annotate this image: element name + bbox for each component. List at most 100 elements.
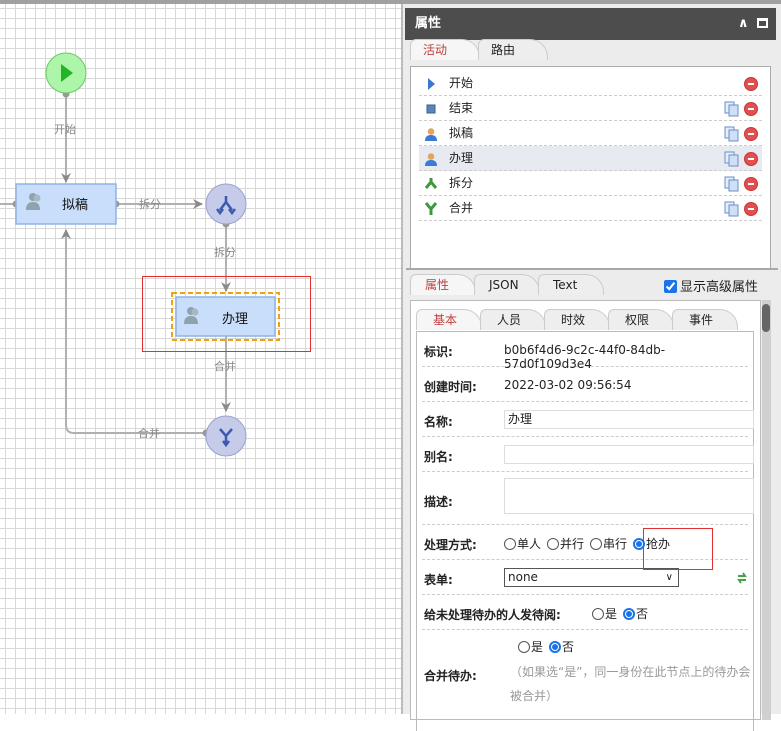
tab-people[interactable]: 人员 (480, 309, 546, 330)
delete-icon[interactable] (744, 127, 758, 141)
mode-radio-group: 单人并行串行抢办 (504, 535, 676, 552)
row-alias: 别名: (422, 437, 754, 472)
maximize-icon[interactable] (757, 18, 768, 28)
name-input[interactable]: 办理 (504, 410, 754, 429)
chevron-up-icon[interactable]: ∧ (738, 16, 749, 31)
copy-icon[interactable] (724, 126, 740, 142)
edge-merge-draft[interactable] (61, 229, 206, 434)
delete-icon[interactable] (744, 152, 758, 166)
user-icon (425, 128, 437, 141)
list-item[interactable]: 拟稿 (419, 121, 762, 146)
tab-text[interactable]: Text (538, 274, 604, 295)
users-icon (184, 307, 199, 324)
tab-events[interactable]: 事件 (672, 309, 738, 330)
merge-yes-radio[interactable]: 是 (518, 640, 543, 654)
alias-input[interactable] (504, 445, 754, 464)
notify-no-radio[interactable]: 否 (623, 607, 648, 621)
row-notify: 给未处理待办的人发待阅: 是否 (422, 595, 748, 630)
show-advanced-checkbox[interactable]: 显示高级属性 (664, 276, 758, 295)
row-id: 标识: b0b6f4d6-9c2c-44f0-84db-57d0f109d3e4 (422, 332, 748, 371)
split-node[interactable] (205, 183, 247, 225)
delete-icon[interactable] (744, 102, 758, 116)
scrollbar-thumb[interactable] (762, 304, 770, 332)
tab-properties[interactable]: 属性 (410, 274, 476, 295)
row-name: 名称: 办理 (422, 402, 754, 437)
panel-title: 属性 (415, 16, 442, 31)
row-mode: 处理方式: 单人并行串行抢办 (422, 525, 748, 560)
property-tabs: 属性 JSON Text (410, 274, 604, 295)
merge-no-radio[interactable]: 否 (549, 640, 574, 654)
row-description: 描述: (422, 472, 754, 525)
mode-grab-radio[interactable]: 抢办 (633, 537, 670, 551)
copy-icon[interactable] (724, 151, 740, 167)
edge-label-split-2: 拆分 (214, 245, 236, 259)
panel-header: 属性 ∧ (405, 8, 776, 40)
delete-icon[interactable] (744, 77, 758, 91)
mode-parallel-radio[interactable]: 并行 (547, 537, 584, 551)
activity-list: 开始 结束 拟稿 办理 拆分 合并 (410, 66, 771, 269)
created-value: 2022-03-02 09:56:54 (504, 378, 632, 392)
delete-icon[interactable] (744, 177, 758, 191)
edge-label-merge-1: 合并 (214, 359, 236, 373)
merge-radio-group: 是否 (518, 638, 580, 655)
id-value: b0b6f4d6-9c2c-44f0-84db-57d0f109d3e4 (504, 343, 666, 371)
edge-label-merge-2: 合并 (138, 426, 160, 440)
edge-label-start: 开始 (54, 122, 76, 136)
top-border (0, 0, 781, 4)
start-node[interactable] (45, 52, 87, 94)
users-icon (26, 193, 41, 210)
row-created: 创建时间: 2022-03-02 09:56:54 (422, 367, 748, 402)
list-item[interactable]: 拆分 (419, 171, 762, 196)
properties-panel: 属性 ∧ 活动 路由 开始 结束 拟稿 办理 (401, 4, 781, 731)
merge-icon (424, 202, 438, 215)
property-content: 基本 人员 时效 权限 事件 标识: b0b6f4d6-9c2c-44f0-84… (410, 300, 761, 731)
highlight-box-node (142, 276, 311, 352)
highlight-box-radio (643, 528, 713, 570)
chevron-down-icon: ∨ (665, 572, 673, 583)
basic-form: 标识: b0b6f4d6-9c2c-44f0-84db-57d0f109d3e4… (416, 331, 754, 731)
start-triangle-icon (428, 78, 435, 90)
sub-tabs: 基本 人员 时效 权限 事件 (416, 309, 738, 330)
draft-node-label: 拟稿 (62, 197, 88, 213)
advanced-checkbox[interactable] (664, 280, 677, 293)
tab-basic[interactable]: 基本 (416, 309, 482, 330)
mode-single-radio[interactable]: 单人 (504, 537, 541, 551)
workflow-canvas[interactable]: 开始 拆分 拆分 合并 合并 拟稿 (0, 4, 402, 714)
tab-json[interactable]: JSON (474, 274, 540, 295)
workflow-diagram: 开始 拆分 拆分 合并 合并 拟稿 (0, 52, 280, 457)
notify-yes-radio[interactable]: 是 (592, 607, 617, 621)
delete-icon[interactable] (744, 202, 758, 216)
tab-timing[interactable]: 时效 (544, 309, 610, 330)
row-merge: 是否 合并待办: （如果选“是”，同一身份在此节点上的待办会被合并） (422, 630, 750, 703)
scrollbar-track[interactable] (762, 300, 771, 720)
merge-node[interactable] (205, 415, 247, 457)
merge-hint: （如果选“是”，同一身份在此节点上的待办会被合并） (510, 665, 751, 703)
tab-permissions[interactable]: 权限 (608, 309, 674, 330)
handle-node-label: 办理 (222, 312, 248, 327)
refresh-icon[interactable] (736, 571, 748, 585)
merge-icon (219, 428, 233, 448)
form-select[interactable]: none ∨ (504, 568, 679, 587)
list-item[interactable]: 结束 (419, 96, 762, 121)
end-square-icon (426, 104, 436, 114)
list-item[interactable]: 开始 (419, 71, 762, 96)
copy-icon[interactable] (724, 201, 740, 217)
split-icon (424, 178, 438, 189)
list-item-selected[interactable]: 办理 (419, 146, 762, 171)
copy-icon[interactable] (724, 176, 740, 192)
edge-label-split-1: 拆分 (139, 197, 161, 211)
panel-divider[interactable] (406, 268, 778, 270)
tab-activities[interactable]: 活动 (410, 39, 480, 60)
description-textarea[interactable] (504, 478, 754, 514)
list-item[interactable]: 合并 (419, 196, 762, 221)
handle-node[interactable]: 办理 (171, 292, 280, 341)
tab-routes[interactable]: 路由 (478, 39, 548, 60)
draft-node[interactable]: 拟稿 (15, 183, 117, 225)
split-icon (216, 196, 236, 216)
play-icon (61, 64, 73, 82)
activity-tabs: 活动 路由 (410, 39, 548, 60)
mode-serial-radio[interactable]: 串行 (590, 537, 627, 551)
user-icon (425, 153, 437, 166)
notify-radio-group: 是否 (592, 605, 654, 622)
copy-icon[interactable] (724, 101, 740, 117)
